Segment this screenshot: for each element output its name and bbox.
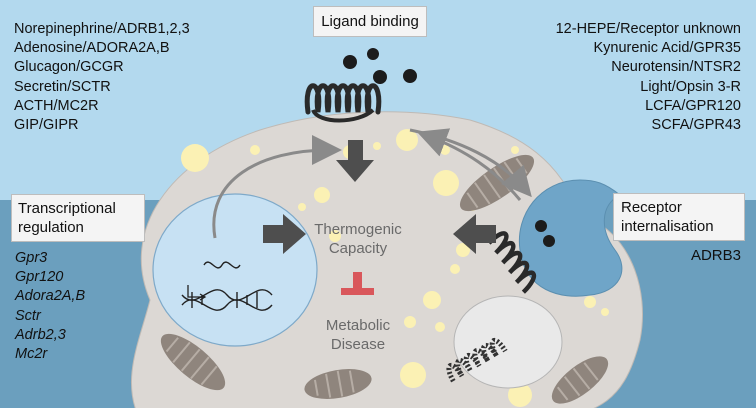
gene-item: Mc2r bbox=[15, 346, 48, 363]
transcription-label-line: regulation bbox=[18, 219, 84, 236]
gpcr-inner-loop bbox=[311, 108, 375, 123]
degraded-receptor bbox=[446, 338, 508, 383]
receptor-recycling-arrow-back bbox=[416, 128, 522, 201]
transcription-label-line: Transcriptional bbox=[18, 200, 116, 217]
capacity-line: Capacity bbox=[328, 240, 388, 257]
disease-line: Disease bbox=[330, 336, 386, 353]
ligand-item: LCFA/GPR120 bbox=[645, 97, 741, 114]
ligand-item: Secretin/SCTR bbox=[14, 78, 111, 95]
capacity-line: Thermogenic bbox=[314, 221, 402, 238]
ligand-item: Glucagon/GCGR bbox=[14, 59, 124, 76]
ligand-item: ACTH/MC2R bbox=[14, 97, 99, 114]
nucleus-to-receptor-arrow bbox=[212, 135, 342, 239]
mitochondrion-bottom bbox=[304, 369, 372, 399]
transcriptional-regulation-label: Transcriptional regulation bbox=[11, 194, 145, 242]
internalisation-label-line: internalisation bbox=[621, 218, 714, 235]
internalised-receptor-name: ADRB3 bbox=[690, 247, 741, 264]
gene-item: Sctr bbox=[15, 307, 41, 324]
gene-list: Gpr3 Gpr120 Adora2A,B Sctr Adrb2,3 Mc2r bbox=[15, 249, 85, 364]
receptor-internalisation-label: Receptor internalisation bbox=[613, 193, 745, 241]
gpcr-membrane-receptor bbox=[304, 83, 382, 115]
ligand-item: Adenosine/ADORA2A,B bbox=[14, 40, 170, 57]
thermogenic-capacity-label: Thermogenic Capacity bbox=[311, 220, 405, 258]
ligand-item: Neurotensin/NTSR2 bbox=[611, 59, 741, 76]
metabolic-disease-label: Metabolic Disease bbox=[313, 316, 403, 354]
disease-line: Metabolic bbox=[325, 317, 391, 334]
ligand-item: Kynurenic Acid/GPR35 bbox=[593, 40, 742, 57]
mitochondrion-right bbox=[551, 356, 609, 404]
left-ligand-list: Norepinephrine/ADRB1,2,3 Adenosine/ADORA… bbox=[14, 20, 190, 135]
ligand-item: Light/Opsin 3-R bbox=[640, 78, 741, 95]
inhibition-symbol bbox=[341, 272, 374, 295]
gene-item: Adrb2,3 bbox=[15, 326, 66, 343]
ligand-item: Norepinephrine/ADRB1,2,3 bbox=[14, 21, 190, 37]
mrna-strand bbox=[203, 261, 241, 269]
gene-item: Gpr3 bbox=[15, 250, 48, 266]
endosome bbox=[453, 295, 563, 389]
down-arrow-from-receptor bbox=[336, 140, 374, 182]
gene-item: Adora2A,B bbox=[15, 288, 86, 305]
internalised-ligands bbox=[535, 220, 555, 247]
ligand-molecules bbox=[343, 48, 417, 84]
gene-item: Gpr120 bbox=[15, 269, 64, 286]
nucleus bbox=[152, 193, 318, 347]
left-arrow-from-internalisation bbox=[453, 214, 496, 254]
capacity-arrows bbox=[263, 140, 496, 254]
ligand-item: 12-HEPE/Receptor unknown bbox=[555, 21, 741, 37]
right-ligand-list: 12-HEPE/Receptor unknown Kynurenic Acid/… bbox=[556, 20, 741, 135]
ligand-item: SCFA/GPR43 bbox=[651, 117, 741, 134]
dna-helix bbox=[181, 285, 273, 311]
mitochondrion-left bbox=[160, 333, 226, 391]
internalisation-label-line: Receptor bbox=[621, 199, 682, 216]
ligand-item: GIP/GIPR bbox=[14, 117, 79, 134]
right-arrow-from-nucleus bbox=[263, 214, 306, 254]
internalised-receptor bbox=[487, 231, 537, 294]
ligand-binding-label: Ligand binding bbox=[313, 6, 427, 37]
